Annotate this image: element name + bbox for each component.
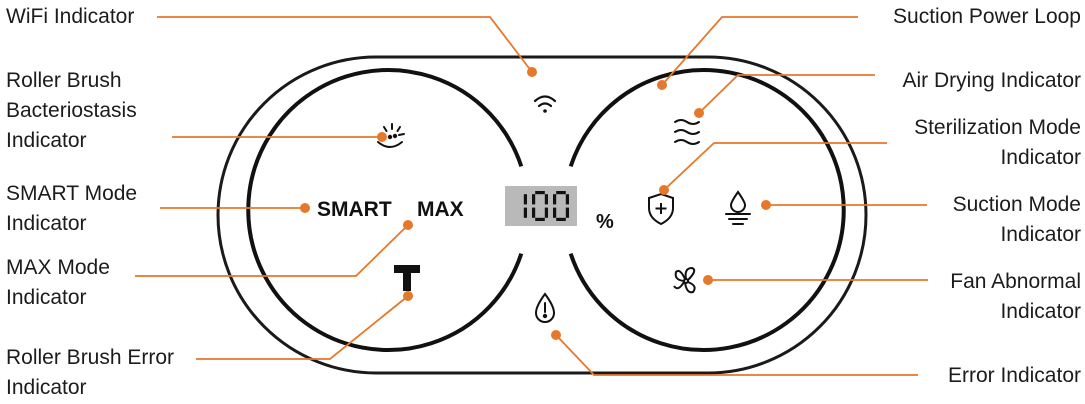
segment-b (565, 194, 569, 205)
label-line: Indicator (6, 212, 87, 235)
callout-max-dot (403, 220, 413, 230)
callout-lines (135, 16, 928, 376)
label-line: Indicator (1000, 146, 1081, 169)
callout-error-dot (551, 330, 561, 340)
label-line: Error Indicator (947, 364, 1081, 387)
label-line: Indicator (6, 376, 87, 399)
display-digit (553, 191, 569, 221)
segment-e (553, 207, 557, 218)
callout-suction-loop-dot (657, 80, 667, 90)
digital-display: 100 (509, 189, 573, 223)
label-sterilization-mode: Sterilization Mode Indicator (914, 113, 1081, 173)
segment-f (553, 194, 557, 205)
segment-d (535, 217, 545, 221)
label-suction-mode: Suction Mode Indicator (953, 190, 1081, 250)
callout-air-drying-dot (694, 108, 704, 118)
label-air-drying: Air Drying Indicator (902, 66, 1081, 96)
segment-d (556, 217, 566, 221)
label-line: MAX Mode (6, 256, 110, 279)
label-line: Bacteriostasis (6, 99, 137, 122)
label-line: Suction Power Loop (893, 5, 1081, 28)
percent-sign: % (596, 211, 614, 233)
label-line: Air Drying Indicator (902, 69, 1081, 92)
label-line: Indicator (1000, 300, 1081, 323)
callout-error (555, 334, 918, 376)
callout-roller-error-dot (403, 291, 413, 301)
segment-b (544, 194, 548, 205)
suction-mode-icon (725, 190, 751, 225)
callout-max (135, 224, 409, 277)
callout-suction-loop (661, 16, 858, 86)
callout-fan-dot (703, 275, 713, 285)
callout-smart-dot (300, 203, 310, 213)
segment-f (532, 194, 536, 205)
segment-e (532, 207, 536, 218)
label-line: Sterilization Mode (914, 116, 1081, 139)
shield-plus-icon (648, 192, 674, 226)
label-fan-abnormal: Fan Abnormal Indicator (950, 267, 1081, 327)
callout-roller-bacterio-dot (377, 132, 387, 142)
callout-suction-mode-dot (761, 200, 771, 210)
label-wifi-indicator: WiFi Indicator (6, 2, 134, 32)
label-roller-brush-error: Roller Brush Error Indicator (6, 343, 174, 403)
label-line: Fan Abnormal (950, 270, 1081, 293)
segment-c (565, 207, 569, 218)
callout-sterilization-dot (659, 185, 669, 195)
roller-brush-icon (394, 265, 420, 291)
segment-c (523, 207, 527, 218)
suction-power-loop (568, 68, 846, 352)
callout-sterilization (663, 142, 887, 191)
label-line: SMART Mode (6, 182, 138, 205)
label-error-indicator: Error Indicator (948, 361, 1081, 391)
display-digit (523, 194, 527, 218)
label-line: Indicator (1000, 223, 1081, 246)
label-line: Indicator (6, 286, 87, 309)
display-digit (532, 191, 548, 221)
error-drop-icon (534, 292, 556, 323)
left-ring (246, 68, 524, 352)
segment-c (544, 207, 548, 218)
air-drying-icon (674, 119, 700, 145)
label-suction-power-loop: Suction Power Loop (893, 2, 1081, 32)
label-smart-mode: SMART Mode Indicator (6, 179, 137, 239)
callout-roller-error (196, 295, 409, 360)
label-line: WiFi Indicator (6, 5, 135, 28)
label-line: Roller Brush Error (6, 346, 175, 369)
segment-b (523, 194, 527, 205)
segment-a (556, 191, 566, 195)
panel-outline (216, 55, 868, 375)
callout-wifi-dot (527, 67, 537, 77)
label-line: Indicator (6, 129, 87, 152)
label-line: Roller Brush (6, 69, 122, 92)
label-roller-brush-bacteriostasis: Roller Brush Bacteriostasis Indicator (6, 66, 137, 156)
wifi-icon (533, 95, 557, 113)
roller-brush-bacteriostasis-icon (377, 123, 405, 148)
fan-icon (673, 266, 696, 294)
label-max-mode: MAX Mode Indicator (6, 253, 110, 313)
smart-mode-text: SMART (317, 198, 392, 221)
callout-wifi (157, 16, 533, 73)
segment-a (535, 191, 545, 195)
callout-air-drying (698, 74, 875, 114)
label-line: Suction Mode (952, 193, 1081, 216)
max-mode-text: MAX (417, 198, 464, 221)
